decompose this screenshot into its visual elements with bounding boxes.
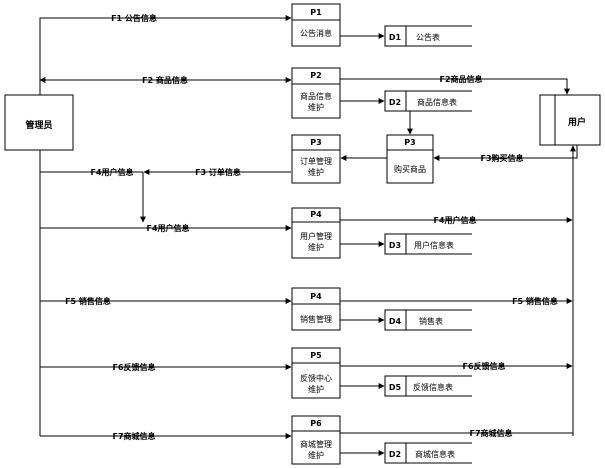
flow-label-f7-user: F7商城信息: [469, 428, 512, 438]
process-name: 商城管理: [300, 439, 332, 449]
store-d2: D2 商品信息表: [384, 90, 472, 112]
store-id: D5: [389, 383, 402, 392]
process-id: P1: [310, 8, 322, 17]
store-name: 反馈信息表: [413, 382, 453, 392]
process-id: P5: [310, 351, 322, 360]
process-name: 用户管理: [300, 231, 332, 241]
process-name: 商品信息: [300, 91, 332, 101]
process-p5: P5 反馈中心 维护: [291, 347, 341, 399]
process-name: 维护: [308, 167, 324, 177]
store-name: 用户信息表: [414, 240, 454, 250]
process-id: P3: [310, 138, 321, 147]
process-id: P2: [310, 71, 321, 80]
process-id: P3: [404, 138, 415, 147]
store-name: 商城信息表: [415, 449, 455, 459]
process-p4-sales: P4 销售管理: [291, 287, 341, 331]
process-name: 维护: [308, 384, 324, 394]
entity-user: 用户: [539, 94, 601, 146]
process-p6: P6 商城管理 维护: [291, 415, 341, 465]
flow-label-f6-admin: F6反馈信息: [112, 362, 155, 372]
flow-label-f6-user: F6反馈信息: [462, 361, 505, 371]
flow-label-f4-p4: F4用户信息: [146, 223, 189, 233]
process-p3-order: P3 订单管理 维护: [291, 134, 341, 184]
store-name: 公告表: [416, 32, 440, 42]
flow-label-f4-user: F4用户信息: [433, 215, 476, 225]
flow-label-f1: F1 公告信息: [111, 13, 157, 23]
user-flows: F2商品信息 F3购买信息 F4用户信息 F5 销售信息 F6反馈信息 F7商城…: [340, 74, 578, 438]
store-id: D1: [389, 33, 402, 42]
flow-label-f5-admin: F5 销售信息: [65, 296, 111, 306]
process-name: 维护: [308, 450, 324, 460]
flow-label-f3-order: F3 订单信息: [195, 167, 241, 177]
store-name: 销售表: [419, 316, 443, 326]
process-p2: P2 商品信息 维护: [291, 67, 341, 119]
flow-label-f2-user: F2商品信息: [439, 74, 482, 84]
flow-line-f3-buy: [433, 145, 578, 161]
flow-line-f2-user: [340, 78, 570, 95]
entity-user-label: 用户: [567, 116, 586, 128]
store-id: D2: [389, 450, 401, 459]
process-name: 公告消息: [300, 28, 332, 38]
store-d2-mall: D2 商城信息表: [384, 442, 472, 464]
entity-admin-label: 管理员: [25, 119, 52, 131]
process-id: P6: [310, 419, 322, 428]
flow-label-f4-admin: F4用户信息: [90, 167, 133, 177]
flow-label-f2-admin: F2 商品信息: [142, 75, 188, 85]
store-id: D3: [389, 241, 401, 250]
store-d3: D3 用户信息表: [384, 233, 472, 255]
flow-label-f7-admin: F7商城信息: [112, 431, 155, 441]
process-name: 反馈中心: [300, 373, 332, 383]
entity-admin: 管理员: [4, 94, 74, 151]
flow-line-f1: [39, 15, 292, 95]
process-p3-buy: P3 购买商品: [386, 134, 434, 184]
flow-label-f5-user: F5 销售信息: [512, 296, 558, 306]
store-d5: D5 反馈信息表: [384, 375, 472, 397]
process-name: 维护: [308, 102, 324, 112]
process-p1: P1 公告消息: [291, 3, 341, 47]
process-id: P4: [310, 292, 322, 301]
store-id: D4: [389, 317, 402, 326]
process-name: 销售管理: [300, 314, 332, 324]
store-d4: D4 销售表: [384, 309, 472, 331]
process-name: 订单管理: [300, 156, 332, 166]
process-p4-user: P4 用户管理 维护: [291, 207, 341, 259]
store-name: 商品信息表: [417, 97, 457, 107]
store-id: D2: [389, 98, 401, 107]
admin-flows: F1 公告信息 F2 商品信息 F4用户信息 F3 订单信息 F4用户信息 F5…: [39, 13, 292, 441]
process-name: 维护: [308, 242, 324, 252]
flow-label-f3-buy: F3购买信息: [480, 153, 523, 163]
store-d1: D1 公告表: [384, 25, 472, 47]
process-name: 购买商品: [394, 164, 426, 174]
process-id: P4: [310, 210, 322, 219]
